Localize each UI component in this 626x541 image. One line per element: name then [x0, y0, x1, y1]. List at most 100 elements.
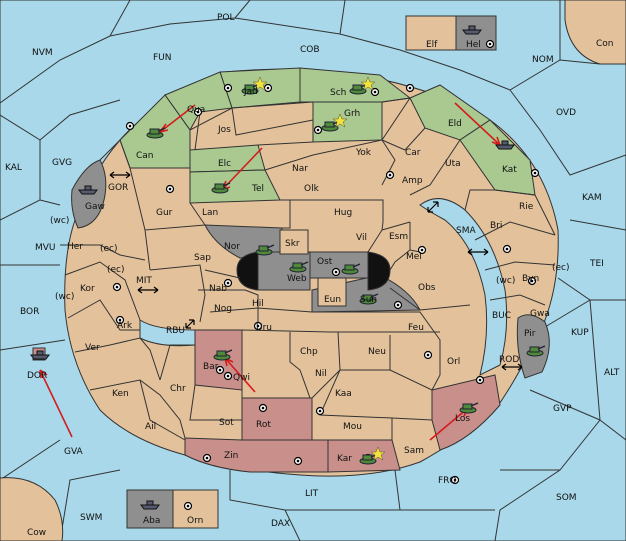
land-label-sch: Sch: [330, 88, 346, 98]
supply-center-dot: [396, 303, 400, 307]
sea-label-mit: MIT: [136, 276, 152, 286]
tank-icon[interactable]: [289, 261, 309, 273]
coast-label-her-wc: (wc): [50, 216, 69, 226]
land-label-ver: Ver: [85, 343, 100, 353]
sea-label-con: Con: [596, 39, 614, 49]
land-label-aba: Aba: [143, 516, 160, 526]
land-label-nor: Nor: [224, 242, 240, 252]
tank-icon[interactable]: [526, 345, 546, 357]
land-label-los: Los: [455, 414, 470, 424]
rot-region[interactable]: [241, 397, 313, 441]
supply-center-dot: [530, 279, 534, 283]
land-label-elc: Elc: [218, 159, 231, 169]
tank-icon[interactable]: [349, 76, 376, 95]
land-label-ark: Ark: [117, 321, 133, 331]
land-label-orn: Orn: [187, 516, 203, 526]
eun-region[interactable]: [317, 277, 347, 307]
tank-icon[interactable]: [341, 263, 361, 275]
web-right-cap: [367, 251, 391, 291]
adjacency-arrows: [109, 171, 523, 371]
land-label-kat: Kat: [502, 165, 517, 175]
land-label-grh: Grh: [344, 109, 360, 119]
ship-icon[interactable]: [140, 500, 160, 510]
sea-label-mvu: MVU: [35, 243, 56, 253]
ship-icon[interactable]: [30, 350, 50, 360]
double-arrow-icon: [185, 319, 195, 329]
tank-icon[interactable]: [359, 446, 386, 465]
pir-region[interactable]: [516, 314, 550, 379]
land-label-eun: Eun: [324, 295, 341, 305]
sea-label-kal: KAL: [5, 163, 22, 173]
land-label-chr: Chr: [170, 384, 186, 394]
tank-icon[interactable]: [359, 293, 379, 305]
land-label-hel: Hel: [466, 40, 481, 50]
land-label-elf: Elf: [426, 40, 438, 50]
sea-label-gvp: GVP: [553, 404, 572, 414]
land-label-bri: Bri: [490, 221, 502, 231]
tel-region[interactable]: [189, 169, 281, 204]
sea-label-kup: KUP: [571, 328, 589, 338]
coast-label-her-ec: (ec): [100, 244, 118, 254]
coast-label-byn-ec: (ec): [552, 263, 570, 273]
supply-center-dot: [256, 324, 260, 328]
land-label-obs: Obs: [418, 283, 436, 293]
tank-icon[interactable]: [241, 76, 268, 95]
tank-icon[interactable]: [213, 349, 233, 361]
supply-center-dot: [408, 86, 412, 90]
tank-icon[interactable]: [146, 127, 166, 139]
sea-label-nvm: NVM: [32, 48, 53, 58]
land-label-ost: Ost: [317, 257, 333, 267]
sea-label-dax: DAX: [271, 519, 290, 529]
land-label-zin: Zin: [224, 451, 238, 461]
supply-center-dot: [505, 247, 509, 251]
supply-center-dot: [296, 459, 300, 463]
land-label-nog: Nog: [214, 304, 232, 314]
con-region[interactable]: [564, 0, 626, 65]
sea-label-gor: GOR: [108, 183, 128, 193]
land-label-byn: Byn: [522, 274, 539, 284]
ship-icon[interactable]: [495, 140, 515, 150]
land-label-hug: Hug: [334, 208, 352, 218]
land-label-kaa: Kaa: [335, 389, 352, 399]
supply-center-dot: [420, 248, 424, 252]
land-label-ail: Ail: [145, 422, 156, 432]
tank-icon[interactable]: [211, 182, 231, 194]
land-label-orl: Orl: [447, 357, 460, 367]
grh-region[interactable]: [312, 101, 383, 143]
tank-icon[interactable]: [255, 244, 275, 256]
kat-region[interactable]: [459, 119, 536, 196]
land-label-her: Her: [67, 242, 83, 252]
cow-region[interactable]: [0, 477, 64, 541]
tank-icon[interactable]: [321, 113, 348, 132]
supply-center-dot: [226, 281, 230, 285]
land-label-rot: Rot: [256, 420, 271, 430]
land-label-rie: Rie: [519, 202, 534, 212]
sea-label-tei: TEI: [589, 259, 604, 269]
orn-region[interactable]: [172, 489, 219, 529]
ship-icon[interactable]: [462, 25, 482, 35]
zin-region[interactable]: [184, 437, 329, 473]
sea-label-cob: COB: [300, 45, 320, 55]
land-label-mou: Mou: [343, 422, 362, 432]
ship-icon[interactable]: [78, 185, 98, 195]
units: [30, 25, 546, 510]
supply-center-dot: [388, 173, 392, 177]
supply-center-dot: [128, 124, 132, 128]
supply-center-dot: [218, 368, 222, 372]
land-label-qwi: Qwi: [233, 373, 250, 383]
sea-label-lit: LIT: [305, 489, 319, 499]
land-label-amp: Amp: [402, 176, 423, 186]
land-label-qua: Qua: [187, 105, 205, 115]
land-label-uta: Uta: [445, 159, 461, 169]
inner-sea-sma[interactable]: [419, 198, 508, 376]
land-label-sun: Sun: [360, 295, 377, 305]
elf-region[interactable]: [405, 15, 457, 51]
land-label-nil: Nil: [315, 369, 327, 379]
skr-region[interactable]: [279, 229, 309, 255]
supply-center-dot: [533, 171, 537, 175]
land-boundaries: [60, 97, 556, 441]
sea-label-ovd: OVD: [556, 108, 576, 118]
land-label-car: Car: [405, 148, 421, 158]
tank-icon[interactable]: [459, 402, 479, 414]
